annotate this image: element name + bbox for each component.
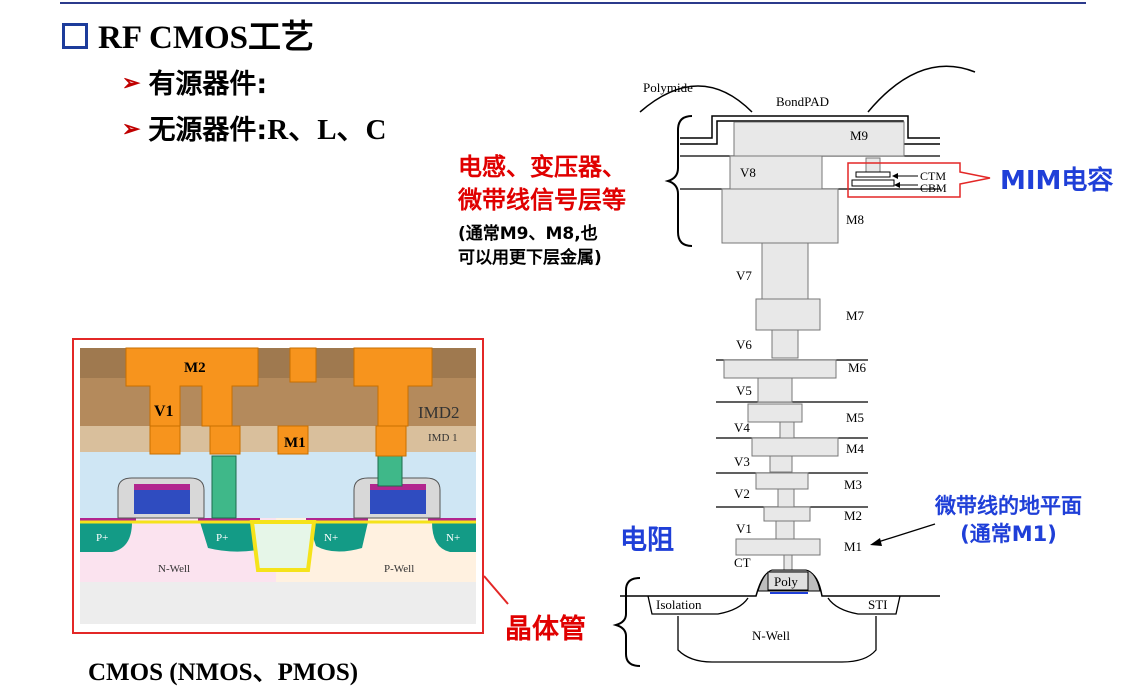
v1-block [775,520,795,540]
layer-v1: V1 [736,521,752,536]
v3-block [769,455,793,473]
resistor-label: 电阻 [620,525,674,556]
layer-m4: M4 [846,441,865,456]
imd1-text: IMD 1 [428,432,458,444]
m2-block [763,506,811,522]
checkbox-bullet-icon [62,23,88,49]
m8-block [721,188,839,244]
layer-v8: V8 [740,165,756,180]
nplus-left-text: N+ [324,532,338,544]
inductor-note: (通常M9、M8,也 可以用更下层金属) [458,224,602,268]
layer-v7: V7 [736,268,752,283]
layer-m6: M6 [848,360,867,375]
layer-m1: M1 [844,539,862,554]
mim-capacitor-label: MIM电容 [1000,166,1114,196]
nplus-right [432,522,476,552]
pplus-right-text: P+ [216,532,228,544]
v1-text: V1 [154,403,174,420]
nwell-cs-text: N-Well [158,563,190,575]
nplus-left [308,522,368,552]
poly-text: Poly [774,574,798,589]
layer-m2: M2 [844,508,862,523]
layer-m5: M5 [846,410,864,425]
layer-ct: CT [734,555,751,570]
cbm-text: CBM [920,181,947,195]
cmos-cross-section: M2 V1 IMD2 IMD 1 M1 P+ P+ N+ N+ N-Well P… [72,338,484,634]
layer-m7: M7 [846,308,865,323]
microstrip-ground-label: 微带线的地平面 (通常M1) [935,494,1082,546]
bullet-passive-devices: ➢无源器件:R、L、C [122,114,387,146]
layer-v6: V6 [736,337,752,352]
imd2-text: IMD2 [418,403,460,422]
layer-v5: V5 [736,383,752,398]
inductor-label: 电感、变压器、 微带线信号层等 [458,153,626,214]
transistor-label: 晶体管 [505,614,586,645]
m6-block [723,359,837,379]
m4-block [751,437,839,457]
v7-block [761,242,809,300]
layer-m8: M8 [846,212,864,227]
cross-section-arrow [483,575,509,605]
nwell-text: N-Well [752,628,790,643]
m7-block [755,298,821,331]
transistor-bracket [612,577,641,667]
pplus-left-text: P+ [96,532,108,544]
inductor-bracket [664,115,693,247]
v5-block [757,377,793,403]
nplus-right-text: N+ [446,532,460,544]
layer-m9: M9 [850,128,868,143]
bullet-active-devices: ➢有源器件: [122,69,268,100]
m5-block [747,403,803,423]
m1-text: M1 [284,435,306,451]
v2-block [777,488,795,508]
bondpad-text: BondPAD [776,94,829,109]
arrow-bullet-icon: ➢ [122,116,141,141]
pplus-left [80,522,132,552]
polymide-arc-left [639,85,753,113]
arrow-bullet-icon: ➢ [122,70,141,95]
isolation-text: Isolation [656,597,702,612]
polymide-arc-right [867,65,976,113]
m9-block [733,121,905,157]
m1-block [735,538,821,556]
polymide-text: Polymide [643,80,693,95]
ctm-text: CTM [920,169,946,183]
top-rule [60,2,1086,4]
pplus-right [200,522,258,552]
pwell-cs-text: P-Well [384,563,414,575]
mim-callout [847,162,991,198]
cmos-caption: CMOS (NMOS、PMOS) [88,659,359,686]
m3-block [755,472,809,490]
layer-m3: M3 [844,477,862,492]
layer-v3: V3 [734,454,750,469]
page-title: RF CMOS工艺 [62,10,314,58]
layer-v4: V4 [734,420,750,435]
layer-v2: V2 [734,486,750,501]
v6-block [771,329,799,359]
v4-block [779,421,795,439]
m2-text: M2 [184,360,206,376]
sti-text: STI [868,597,888,612]
